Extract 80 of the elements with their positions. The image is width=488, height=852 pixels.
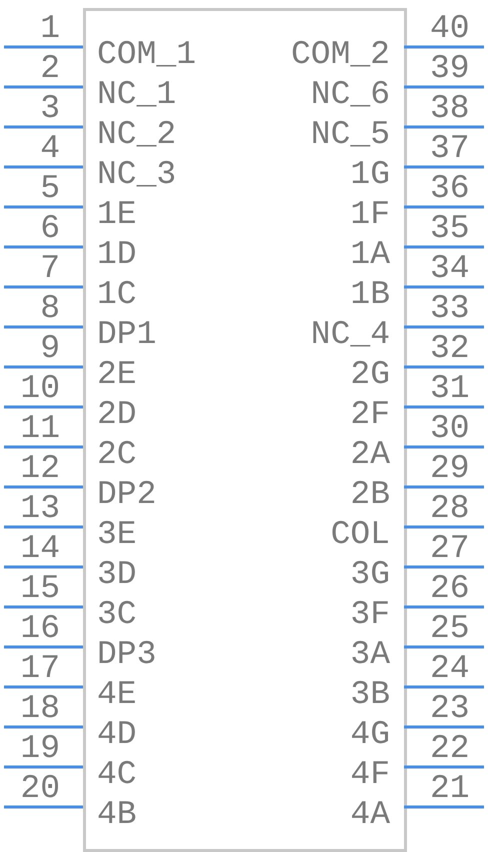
- pin-name: 4F: [350, 757, 390, 793]
- pin-name: 2C: [97, 437, 137, 473]
- pin-name: 3G: [350, 557, 390, 593]
- pin-name: 1A: [350, 237, 390, 273]
- pin-name: NC_4: [310, 317, 390, 353]
- pin-name: 1G: [350, 157, 390, 193]
- pin-number: 35: [430, 211, 470, 247]
- pin-number: 19: [20, 731, 60, 767]
- pin-name: NC_1: [97, 77, 176, 113]
- pin-number: 7: [40, 251, 60, 287]
- pin-number: 27: [430, 531, 470, 567]
- pin-name: 3D: [97, 557, 137, 593]
- pin-number: 10: [20, 371, 60, 407]
- pin-number: 26: [430, 571, 470, 607]
- pin-number: 28: [430, 491, 470, 527]
- pin-name: DP1: [97, 317, 156, 353]
- pin-number: 5: [40, 171, 60, 207]
- pin-name: DP3: [97, 637, 156, 673]
- pin-name: COM_1: [97, 37, 196, 73]
- pin-name: 2F: [350, 397, 390, 433]
- pin-name: 3C: [97, 597, 137, 633]
- pin-number: 17: [20, 651, 60, 687]
- pin-number: 11: [20, 411, 60, 447]
- pin-number: 12: [20, 451, 60, 487]
- pin-name: NC_6: [310, 77, 390, 113]
- pin-number: 2: [40, 51, 60, 87]
- pin-name: 4D: [97, 717, 137, 753]
- pin-number: 22: [430, 731, 470, 767]
- pin-number: 25: [430, 611, 470, 647]
- pin-number: 14: [20, 531, 60, 567]
- pin-name: 1C: [97, 277, 137, 313]
- pin-name: COM_2: [290, 37, 390, 73]
- pin-name: 3B: [350, 677, 390, 713]
- pin-number: 37: [430, 131, 470, 167]
- pin-name: NC_5: [310, 117, 390, 153]
- pin-name: 4E: [97, 677, 137, 713]
- pin-number: 30: [430, 411, 470, 447]
- pin-name: 4G: [350, 717, 390, 753]
- pin-name: 3F: [350, 597, 390, 633]
- pin-name: 4C: [97, 757, 137, 793]
- pin-name: NC_3: [97, 157, 176, 193]
- pin-number: 20: [20, 771, 60, 807]
- pin-name: 1B: [350, 277, 390, 313]
- pin-number: 1: [40, 11, 60, 47]
- pin-number: 4: [40, 131, 60, 167]
- pin-number: 34: [430, 251, 470, 287]
- pin-name: NC_2: [97, 117, 176, 153]
- pin-number: 18: [20, 691, 60, 727]
- pin-name: COL: [330, 517, 390, 553]
- pin-name: 2E: [97, 357, 137, 393]
- pin-number: 40: [430, 11, 470, 47]
- pin-name: 2G: [350, 357, 390, 393]
- pin-number: 3: [40, 91, 60, 127]
- pin-number: 23: [430, 691, 470, 727]
- pin-number: 29: [430, 451, 470, 487]
- pin-name: 4B: [97, 797, 137, 833]
- pin-number: 6: [40, 211, 60, 247]
- pin-name: 2B: [350, 477, 390, 513]
- pin-number: 15: [20, 571, 60, 607]
- pin-number: 8: [40, 291, 60, 327]
- pin-name: 1E: [97, 197, 137, 233]
- pin-name: 3A: [350, 637, 390, 673]
- pin-name: 3E: [97, 517, 137, 553]
- pin-name: 1F: [350, 197, 390, 233]
- pin-number: 33: [430, 291, 470, 327]
- pin-number: 21: [430, 771, 470, 807]
- pin-name: 4A: [350, 797, 390, 833]
- pin-number: 16: [20, 611, 60, 647]
- pin-number: 31: [430, 371, 470, 407]
- pin-number: 13: [20, 491, 60, 527]
- pin-number: 32: [430, 331, 470, 367]
- pin-name: 2D: [97, 397, 137, 433]
- pin-name: DP2: [97, 477, 156, 513]
- pin-name: 1D: [97, 237, 137, 273]
- pin-number: 9: [40, 331, 60, 367]
- pin-name: 2A: [350, 437, 390, 473]
- pin-number: 24: [430, 651, 470, 687]
- pin-number: 36: [430, 171, 470, 207]
- pin-number: 39: [430, 51, 470, 87]
- pin-number: 38: [430, 91, 470, 127]
